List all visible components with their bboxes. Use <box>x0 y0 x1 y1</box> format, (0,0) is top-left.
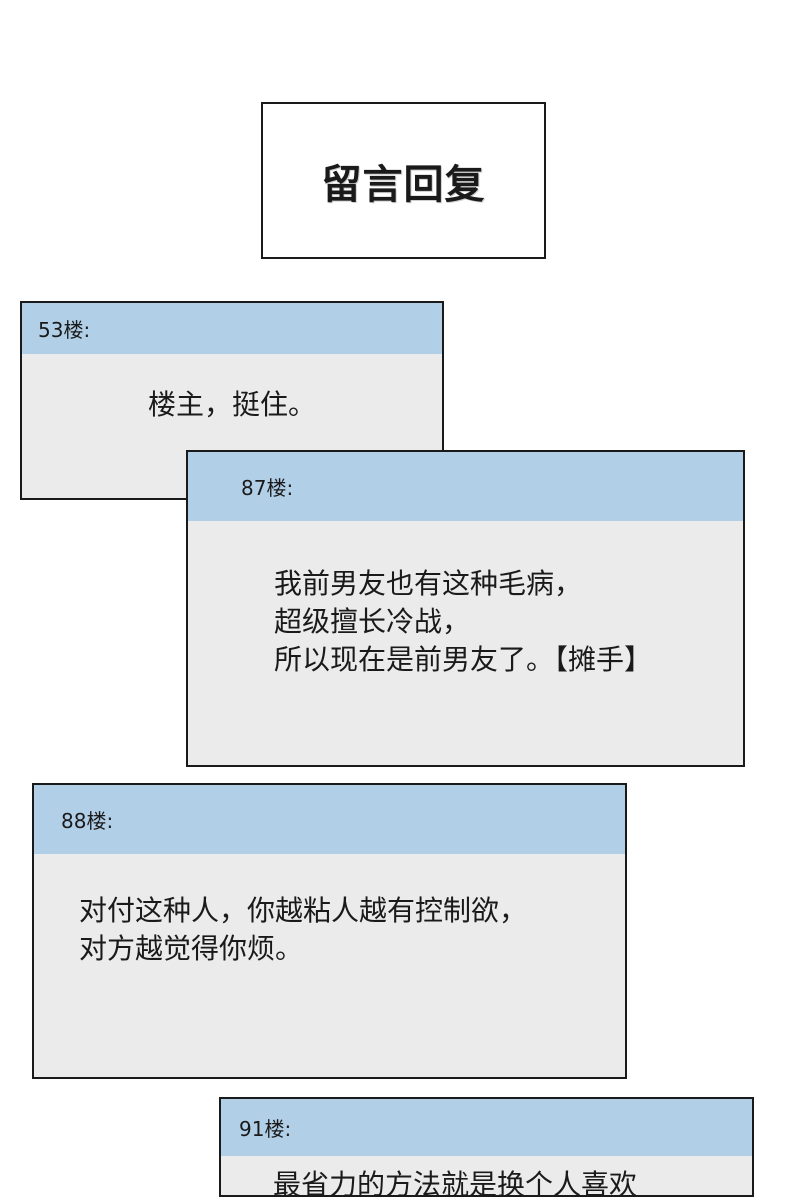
page-title: 留言回复 <box>321 161 486 208</box>
comment-floor-label: 87楼: <box>188 452 743 521</box>
comment-text: 对付这种人，你越粘人越有控制欲， 对方越觉得你烦。 <box>34 854 625 968</box>
comment-text: 我前男友也有这种毛病， 超级擅长冷战， 所以现在是前男友了。【摊手】 <box>188 521 743 679</box>
comment-card-53: 53楼: 楼主，挺住。 <box>20 301 444 500</box>
comment-floor-label: 88楼: <box>34 785 625 854</box>
comment-line: 我前男友也有这种毛病， <box>274 567 583 600</box>
comment-line: 楼主，挺住。 <box>147 388 316 421</box>
comment-card-87: 87楼: 我前男友也有这种毛病， 超级擅长冷战， 所以现在是前男友了。【摊手】 <box>186 450 745 767</box>
comment-line: 对方越觉得你烦。 <box>79 932 304 965</box>
comment-card-88: 88楼: 对付这种人，你越粘人越有控制欲， 对方越觉得你烦。 <box>32 783 627 1079</box>
comment-floor-label: 53楼: <box>22 303 442 354</box>
comment-line: 所以现在是前男友了。【摊手】 <box>274 643 653 676</box>
comment-line: 超级擅长冷战， <box>274 605 471 638</box>
comment-floor-label: 91楼: <box>221 1099 752 1156</box>
comment-line: 对付这种人，你越粘人越有控制欲， <box>79 894 528 927</box>
comment-card-91: 91楼: 最省力的方法就是换个人喜欢 <box>219 1097 754 1197</box>
page-title-box: 留言回复 <box>261 102 546 259</box>
comment-line: 最省力的方法就是换个人喜欢 <box>273 1168 638 1197</box>
comment-text: 楼主，挺住。 <box>22 354 442 424</box>
comment-text: 最省力的方法就是换个人喜欢 <box>221 1156 752 1197</box>
